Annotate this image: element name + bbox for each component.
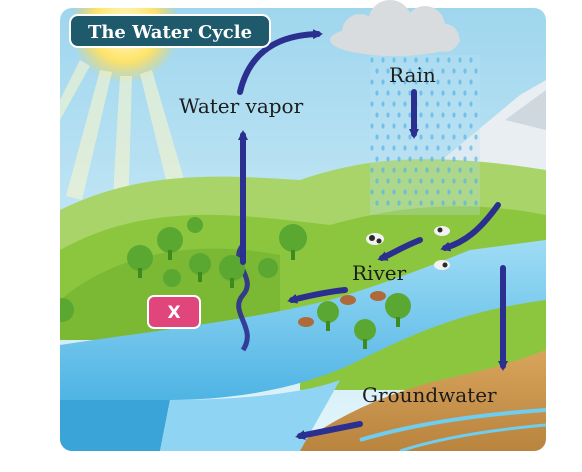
label-groundwater: Groundwater	[362, 383, 497, 407]
process-arrows	[237, 29, 508, 440]
rain-drops	[370, 55, 480, 215]
diagram-title: The Water Cycle	[88, 22, 252, 43]
groundwater-flow-arrow	[295, 421, 363, 440]
label-river: River	[352, 261, 407, 285]
deer	[298, 291, 386, 327]
trees	[60, 217, 411, 349]
cows	[366, 226, 450, 270]
runoff-arrow-1	[440, 202, 501, 252]
lake-front	[60, 400, 170, 451]
label-water-vapor: Water vapor	[179, 94, 304, 118]
runoff-arrow-2	[377, 237, 423, 261]
sun-rays	[60, 60, 190, 215]
river-flow-arrow	[287, 287, 348, 304]
condensation-arrow	[237, 29, 323, 95]
x-marker-text: X	[167, 303, 180, 323]
label-rain: Rain	[389, 63, 436, 87]
title-badge: The Water Cycle	[69, 14, 271, 48]
x-marker: X	[147, 295, 201, 329]
cloud	[330, 0, 460, 56]
